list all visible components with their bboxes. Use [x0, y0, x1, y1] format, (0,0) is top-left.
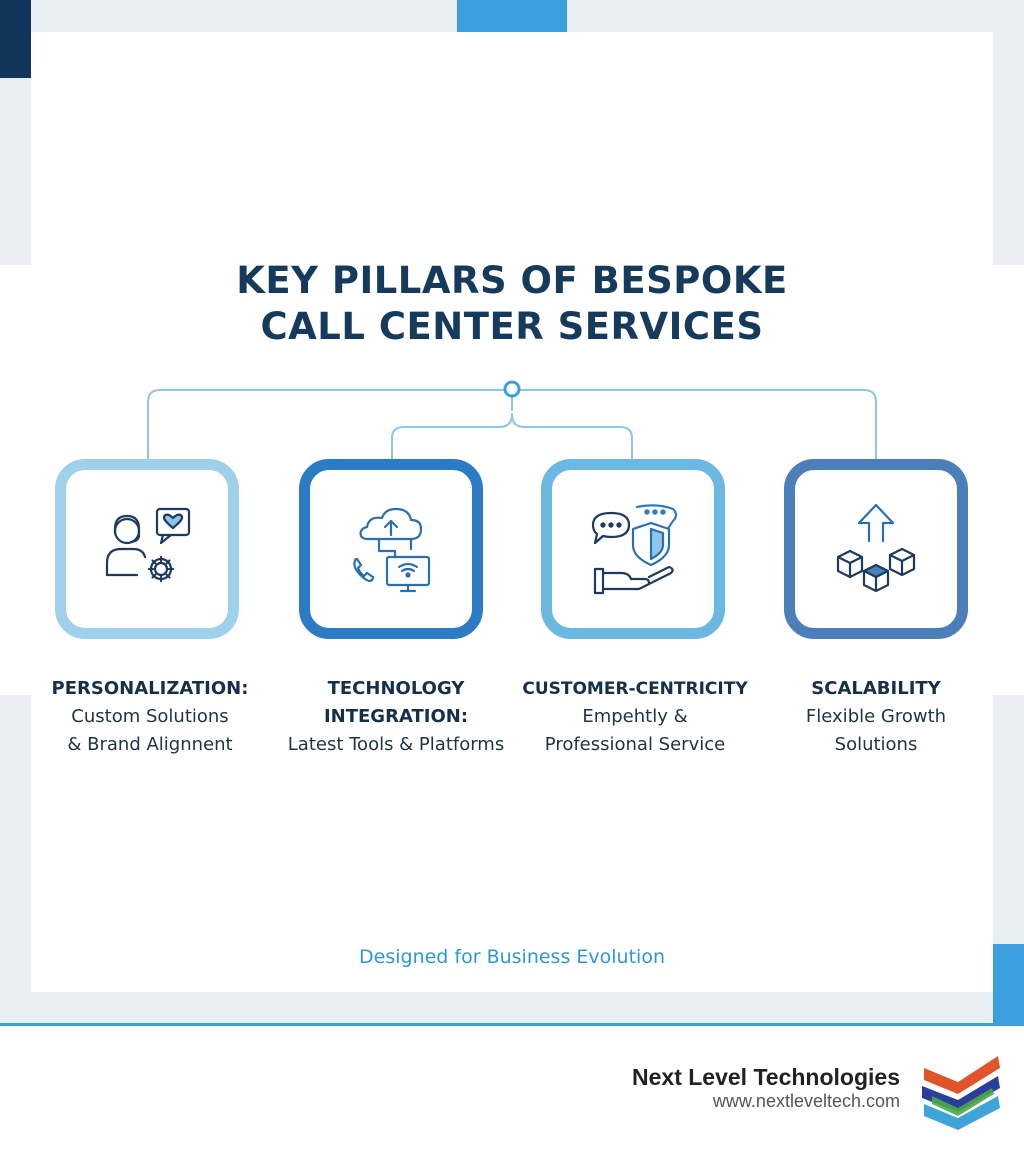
agent-heart-gear-icon	[105, 507, 191, 583]
connector-tree	[147, 380, 877, 463]
pillar-2-desc-1: Latest Tools & Platforms	[287, 734, 505, 755]
pillar-2-heading-1: TECHNOLOGY	[327, 678, 465, 699]
footer-divider	[0, 1023, 1024, 1026]
cubes-arrow-up-icon	[836, 503, 916, 593]
brand-url[interactable]: www.nextleveltech.com	[712, 1091, 900, 1111]
pillar-box-personalization	[55, 459, 239, 639]
pillar-text-scalability: SCALABILITY Flexible Growth Solutions	[756, 675, 996, 759]
tagline: Designed for Business Evolution	[359, 946, 665, 968]
connector-hub	[503, 380, 521, 398]
chat-shield-hand-icon	[591, 504, 678, 595]
pillar-box-customer-centricity	[541, 459, 725, 639]
pillar-box-scalability	[784, 459, 968, 639]
pillar-3-desc-2: Professional Service	[544, 734, 726, 755]
pillar-box-technology	[299, 459, 483, 639]
pillar-2-heading-2: INTEGRATION:	[323, 706, 469, 727]
pillar-text-customer-centricity: CUSTOMER-CENTRICITY Empehtly & Professio…	[510, 675, 760, 759]
pillar-1-heading: PERSONALIZATION:	[51, 678, 249, 699]
title-line-1: KEY PILLARS OF BESPOKE	[236, 259, 788, 302]
pillar-text-technology: TECHNOLOGY INTEGRATION: Latest Tools & P…	[271, 675, 521, 759]
pillar-text-personalization: PERSONALIZATION: Custom Solutions & Bran…	[30, 675, 270, 759]
pillar-3-heading: CUSTOMER-CENTRICITY	[522, 679, 748, 699]
accent-blue-block-right	[993, 944, 1024, 1023]
accent-blue-block-top	[457, 0, 567, 32]
page-title: KEY PILLARS OF BESPOKE CALL CENTER SERVI…	[0, 258, 1024, 350]
pillar-4-desc-1: Flexible Growth	[805, 706, 947, 727]
title-line-2: CALL CENTER SERVICES	[260, 305, 764, 348]
accent-navy-block	[0, 0, 31, 78]
pillar-4-heading: SCALABILITY	[811, 678, 941, 699]
stacked-chevron-logo-icon	[922, 1056, 1000, 1130]
pillar-3-desc-1: Empehtly &	[582, 706, 688, 727]
pillar-4-desc-2: Solutions	[834, 734, 918, 755]
pillar-1-desc-1: Custom Solutions	[71, 706, 229, 727]
pillar-1-desc-2: & Brand Alignnent	[67, 734, 233, 755]
brand-name: Next Level Technologies	[632, 1064, 900, 1090]
cloud-phone-monitor-icon	[353, 507, 431, 593]
connector-inner	[391, 413, 633, 463]
